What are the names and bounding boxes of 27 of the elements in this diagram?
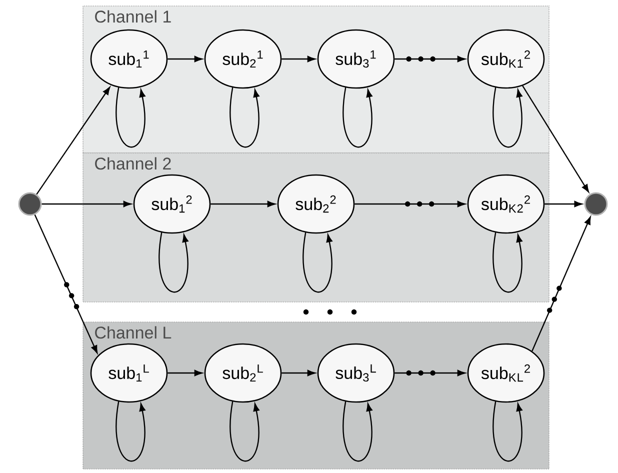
arrow [532, 216, 591, 352]
self-loop-arrow [158, 232, 188, 293]
arrow [282, 56, 316, 62]
arrow [36, 86, 110, 195]
terminal-circle [18, 192, 42, 216]
self-loop-arrow [492, 87, 522, 148]
arrow [354, 200, 466, 208]
arrow [522, 85, 589, 192]
self-loop-arrow [116, 87, 146, 148]
self-loop-arrow [230, 401, 260, 462]
self-loop-arrow [492, 232, 522, 293]
self-loop-arrow [230, 87, 260, 148]
arrow [394, 370, 466, 376]
arrow [34, 214, 98, 354]
arrow [42, 200, 132, 208]
self-loop-arrow [342, 87, 372, 148]
arrow [168, 56, 202, 62]
terminal-circle [584, 192, 608, 216]
arrow [282, 370, 316, 376]
self-loop-arrow [116, 401, 146, 462]
arrow [544, 200, 582, 208]
self-loop-arrow [342, 401, 372, 462]
arrow [210, 200, 276, 208]
arrow [168, 370, 202, 376]
self-loop-arrow [302, 232, 332, 293]
self-loop-arrow [492, 401, 522, 462]
arrow [394, 56, 466, 62]
